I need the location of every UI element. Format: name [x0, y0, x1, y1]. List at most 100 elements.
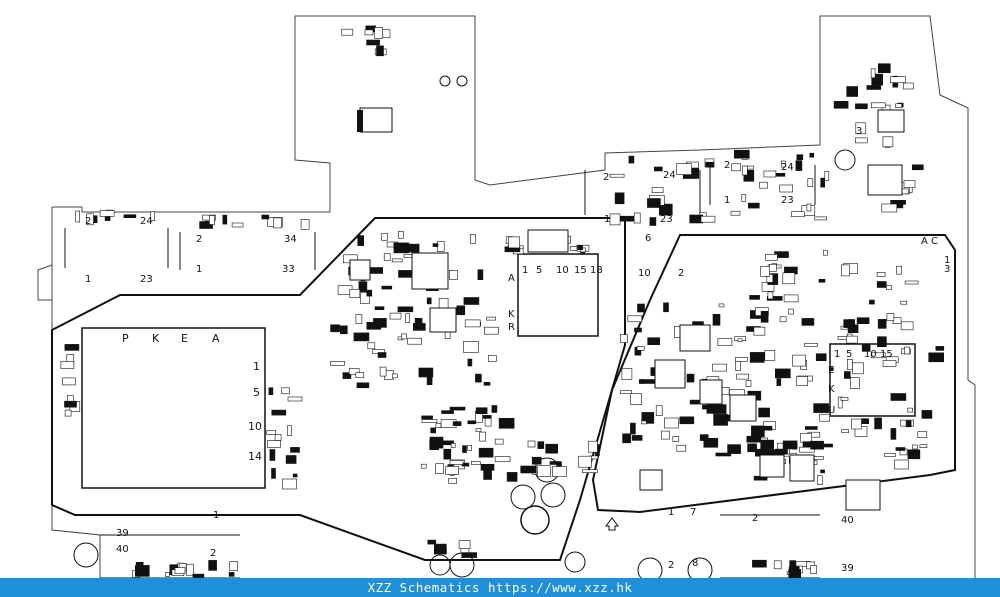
component-pad: [475, 373, 482, 383]
component-pad: [935, 346, 945, 351]
component-pad: [383, 253, 391, 261]
pmic-col-18: 18: [590, 265, 603, 276]
component-pad: [506, 472, 518, 482]
component-pad: [847, 324, 859, 334]
ic-package: [679, 324, 711, 352]
component-pad: [271, 409, 287, 416]
component-pad: [381, 285, 393, 290]
component-pad: [647, 198, 661, 208]
component-pad: [483, 468, 492, 480]
component-pad: [692, 321, 704, 325]
component-pad: [795, 160, 803, 171]
component-pad: [443, 448, 452, 460]
component-pad: [813, 403, 829, 413]
component-pad: [330, 324, 340, 333]
component-pad: [462, 445, 467, 453]
orientation-arrow: [605, 517, 619, 531]
label-a-right: A: [921, 236, 928, 247]
conn2-pin-1: 1: [196, 264, 202, 275]
component-pad: [281, 387, 290, 395]
component-pad: [470, 234, 476, 244]
component-pad: [907, 407, 913, 413]
component-pad: [479, 431, 486, 442]
component-pad: [487, 355, 497, 362]
component-pad: [421, 419, 438, 424]
component-pad: [661, 430, 670, 440]
component-pad: [801, 318, 815, 326]
component-pad: [870, 102, 886, 109]
component-pad: [843, 319, 853, 328]
cpu-pin-14: 14: [248, 450, 262, 463]
component-pad: [804, 342, 818, 347]
conn5-pin-1: 1: [213, 510, 219, 521]
component-pad: [735, 356, 748, 362]
component-pad: [884, 453, 896, 457]
component-pad: [824, 171, 830, 181]
component-pad: [269, 449, 276, 461]
component-pad: [432, 243, 439, 247]
component-pad: [846, 86, 859, 97]
component-pad: [745, 380, 752, 387]
conn6-pin-1: 1: [668, 507, 674, 518]
component-pad: [374, 306, 385, 311]
component-pad: [781, 160, 786, 168]
component-pad: [494, 438, 504, 445]
component-pad: [290, 447, 300, 453]
cpu-row-p: P: [122, 332, 129, 345]
ic-package: [789, 454, 815, 482]
component-pad: [537, 465, 551, 478]
component-pad: [456, 305, 466, 316]
pmic-col-15: 15: [574, 265, 587, 276]
component-pad: [846, 335, 858, 344]
component-pad: [877, 336, 887, 348]
component-pad: [377, 352, 387, 358]
component-pad: [718, 303, 725, 308]
component-pad: [448, 478, 458, 484]
component-pad: [759, 181, 768, 189]
component-pad: [135, 561, 144, 569]
component-pad: [792, 354, 806, 367]
cpu-pin-1: 1: [253, 360, 260, 373]
component-pad: [841, 429, 850, 433]
component-pad: [851, 418, 862, 430]
pmic-row-k: K: [508, 309, 515, 320]
component-pad: [712, 363, 727, 372]
pmic-chip: [517, 253, 599, 337]
component-pad: [737, 338, 743, 343]
component-pad: [268, 387, 274, 396]
component-pad: [663, 302, 669, 313]
component-pad: [401, 333, 407, 340]
component-pad: [527, 440, 536, 448]
component-pad: [478, 447, 494, 458]
component-pad: [896, 265, 902, 275]
component-pad: [820, 177, 826, 188]
ic-package: [349, 259, 371, 281]
component-pad: [266, 430, 277, 435]
component-pad: [904, 280, 919, 285]
component-pad: [676, 444, 687, 452]
component-pad: [752, 559, 767, 568]
component-pad: [374, 27, 383, 39]
shield-outline-left: [51, 217, 626, 561]
component-pad: [700, 215, 716, 223]
component-pad: [727, 444, 741, 454]
component-pad: [391, 258, 403, 263]
component-pad: [482, 415, 492, 419]
component-pad: [199, 221, 213, 229]
component-pad: [342, 372, 352, 379]
connector-pad: [357, 110, 363, 132]
component-pad: [703, 437, 719, 448]
label-10: 10: [638, 268, 651, 279]
conn4-pin-2: 2: [724, 160, 730, 171]
component-pad: [876, 281, 887, 288]
conn3-pin-2: 2: [603, 172, 609, 183]
component-pad: [903, 180, 916, 188]
board-outline: [37, 15, 976, 578]
component-pad: [641, 420, 647, 425]
pmic-col-5: 5: [536, 265, 542, 276]
component-pad: [381, 233, 388, 241]
component-pad: [64, 400, 77, 408]
component-pad: [287, 425, 292, 436]
component-pad: [427, 539, 437, 545]
component-pad: [552, 466, 567, 477]
